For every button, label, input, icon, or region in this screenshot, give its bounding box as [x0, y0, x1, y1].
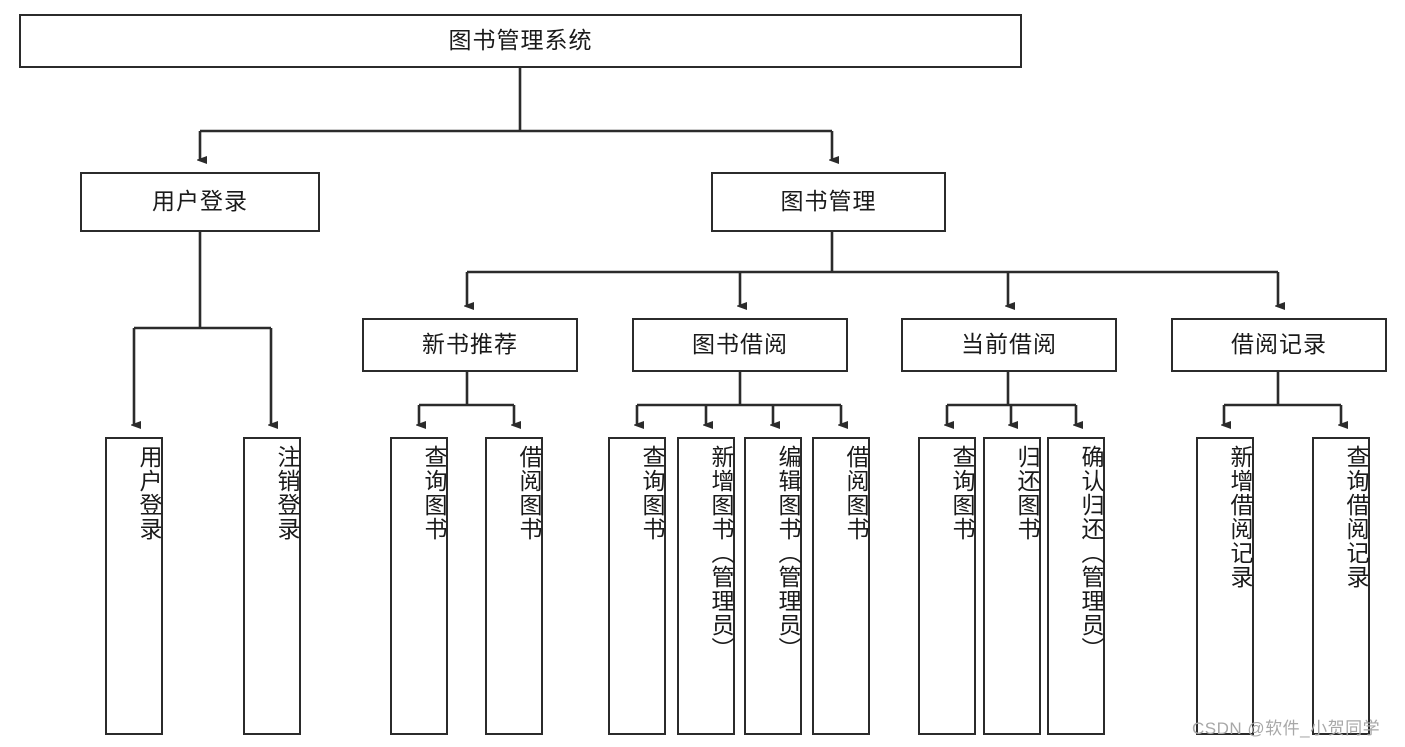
leaf-current-borrow-2-label: 归还图书 — [1014, 445, 1040, 541]
watermark: CSDN @软件_小贺同学 — [1192, 714, 1380, 739]
leaf-current-borrow-1[interactable]: 查询图书 — [918, 437, 976, 735]
leaf-new-book-1[interactable]: 查询图书 — [390, 437, 448, 735]
leaf-new-book-2[interactable]: 借阅图书 — [485, 437, 543, 735]
leaf-new-book-2-label: 借阅图书 — [516, 445, 542, 541]
node-root[interactable]: 图书管理系统 — [19, 14, 1022, 68]
leaf-book-borrow-1-label: 查询图书 — [639, 445, 665, 541]
leaf-borrow-record-1[interactable]: 新增借阅记录 — [1196, 437, 1254, 735]
node-book-borrow[interactable]: 图书借阅 — [632, 318, 848, 372]
leaf-user-login-2[interactable]: 注销登录 — [243, 437, 301, 735]
leaf-user-login-1[interactable]: 用户登录 — [105, 437, 163, 735]
node-current-borrow-label: 当前借阅 — [961, 331, 1057, 358]
node-borrow-record[interactable]: 借阅记录 — [1171, 318, 1387, 372]
node-book-manage-label: 图书管理 — [780, 188, 877, 215]
leaf-user-login-1-label: 用户登录 — [136, 445, 162, 541]
leaf-book-borrow-4[interactable]: 借阅图书 — [812, 437, 870, 735]
leaf-borrow-record-1-label: 新增借阅记录 — [1227, 445, 1253, 589]
leaf-user-login-2-label: 注销登录 — [274, 445, 300, 541]
node-current-borrow[interactable]: 当前借阅 — [901, 318, 1117, 372]
watermark-text: CSDN @软件_小贺同学 — [1192, 719, 1381, 738]
leaf-book-borrow-2-label: 新增图书（管理员） — [708, 445, 734, 661]
node-user-login-label: 用户登录 — [152, 188, 248, 215]
leaf-borrow-record-2-label: 查询借阅记录 — [1343, 445, 1369, 589]
node-new-book-recommend[interactable]: 新书推荐 — [362, 318, 578, 372]
node-new-book-recommend-label: 新书推荐 — [422, 331, 518, 358]
leaf-book-borrow-3[interactable]: 编辑图书（管理员） — [744, 437, 802, 735]
leaf-current-borrow-3[interactable]: 确认归还（管理员） — [1047, 437, 1105, 735]
leaf-current-borrow-2[interactable]: 归还图书 — [983, 437, 1041, 735]
leaf-new-book-1-label: 查询图书 — [421, 445, 447, 541]
leaf-current-borrow-3-label: 确认归还（管理员） — [1078, 445, 1104, 661]
node-book-manage[interactable]: 图书管理 — [711, 172, 946, 232]
leaf-book-borrow-3-label: 编辑图书（管理员） — [775, 445, 801, 661]
node-root-label: 图书管理系统 — [448, 27, 593, 54]
node-user-login[interactable]: 用户登录 — [80, 172, 320, 232]
leaf-current-borrow-1-label: 查询图书 — [949, 445, 975, 541]
leaf-book-borrow-2[interactable]: 新增图书（管理员） — [677, 437, 735, 735]
leaf-borrow-record-2[interactable]: 查询借阅记录 — [1312, 437, 1370, 735]
leaf-book-borrow-4-label: 借阅图书 — [843, 445, 869, 541]
node-borrow-record-label: 借阅记录 — [1231, 331, 1327, 358]
leaf-book-borrow-1[interactable]: 查询图书 — [608, 437, 666, 735]
node-book-borrow-label: 图书借阅 — [692, 331, 788, 358]
